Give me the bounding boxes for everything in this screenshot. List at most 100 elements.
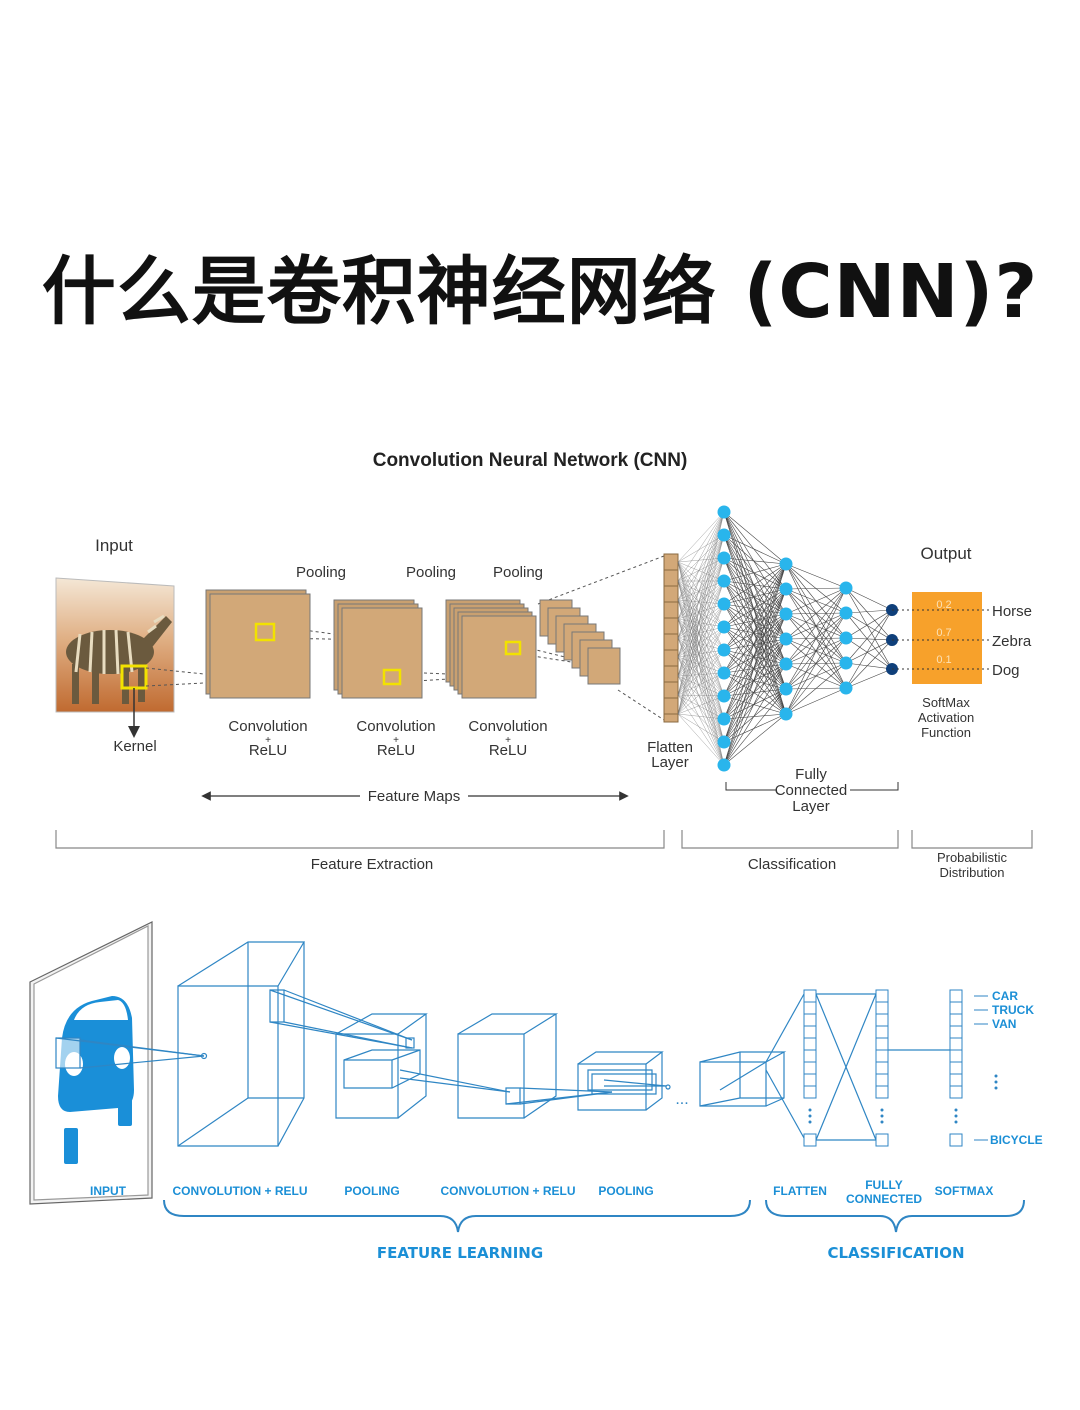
connection-line [723, 534, 787, 565]
stage-flatten: FLATTEN [773, 1184, 827, 1198]
connection-line [723, 563, 787, 674]
conv-volume-1 [177, 941, 413, 1147]
connection-line [723, 695, 787, 715]
softmax-cell [949, 1025, 963, 1039]
pool-volume-1 [335, 1013, 511, 1119]
svg-text:Convolution: Convolution [356, 718, 435, 735]
neuron-node [779, 707, 793, 721]
stage-softmax: SOFTMAX [935, 1184, 994, 1198]
neuron-node [779, 557, 793, 571]
svg-text:0.7: 0.7 [936, 627, 951, 639]
connection-line [677, 580, 725, 620]
brace-classification [765, 1199, 1025, 1233]
connection-line [723, 563, 787, 651]
stage-conv-relu-1: CONVOLUTION + RELU [172, 1184, 307, 1198]
fc-cell [875, 1025, 889, 1039]
connection-line [677, 557, 725, 658]
fc-cell [875, 1085, 889, 1099]
connection-line [785, 587, 847, 640]
svg-text:Zebra: Zebra [992, 633, 1032, 650]
brace-feature-learning [163, 1199, 751, 1233]
connection-line [723, 626, 787, 690]
neuron-node [839, 606, 853, 620]
connection-line [785, 587, 847, 665]
final-volume [699, 993, 805, 1139]
connection-line [677, 618, 725, 697]
connection-line [723, 580, 787, 665]
connection-line [677, 637, 725, 766]
connection-line [723, 557, 787, 715]
connection-line [723, 511, 787, 590]
connection-line [723, 626, 787, 665]
fc-cell [875, 1133, 889, 1147]
connection-line [723, 557, 787, 615]
flatten-cell [803, 1049, 817, 1063]
output-label: Output [920, 544, 971, 563]
softmax-cell [949, 1049, 963, 1063]
connection-line [723, 613, 787, 743]
softmax-cell [949, 1037, 963, 1051]
connection-line [677, 511, 725, 658]
connection-line [677, 511, 725, 601]
connection-line [785, 563, 847, 589]
flatten-cell [803, 1073, 817, 1087]
connection-line [677, 561, 725, 697]
stage-pooling-2: POOLING [598, 1184, 653, 1198]
connection-line [723, 688, 787, 766]
connection-line [723, 563, 787, 766]
neuron-node [839, 631, 853, 645]
group-feature-learning: FEATURE LEARNING [377, 1244, 543, 1262]
connection-line [845, 612, 893, 670]
connection-line [677, 695, 725, 715]
connection-line [677, 672, 725, 715]
fc-cell [875, 989, 889, 1003]
connection-line [723, 613, 787, 628]
svg-text:0.1: 0.1 [936, 654, 951, 666]
connection-line [845, 609, 893, 664]
connection-line [845, 637, 893, 670]
connection-line [677, 511, 725, 639]
connection-line [677, 618, 725, 674]
section-feature-extraction: Feature Extraction [311, 856, 434, 873]
fully-connected-label: Fully Connected Layer [775, 766, 848, 815]
stage-fc-line2: CONNECTED [846, 1192, 922, 1206]
pooling-label-3: Pooling [493, 564, 543, 581]
softmax-cell [949, 989, 963, 1003]
flatten-cell [803, 1085, 817, 1099]
connection-line [677, 637, 725, 720]
connection-line [677, 713, 725, 766]
svg-text:BICYCLE: BICYCLE [990, 1133, 1043, 1147]
connection-line [723, 511, 787, 565]
connection-line [723, 603, 787, 640]
feature-map-stack-1 [205, 589, 311, 699]
connection-line [785, 587, 847, 590]
connection-line [723, 557, 787, 690]
connection-line [723, 688, 787, 697]
connection-line [723, 638, 787, 651]
zebra-icon [66, 614, 172, 704]
connection-line [845, 639, 893, 664]
flatten-layer [663, 553, 679, 723]
connection-line [677, 675, 725, 697]
feature-map-stack-3 [445, 599, 537, 699]
feature-map-stack-4 [539, 599, 621, 685]
connection-line [677, 557, 725, 696]
classification-columns [803, 989, 963, 1147]
fc-cell [875, 1001, 889, 1015]
network-nodes [717, 505, 898, 772]
connection-line [785, 587, 847, 715]
neuron-node [839, 681, 853, 695]
connection-line [677, 580, 725, 658]
section-classification: Classification [748, 856, 836, 873]
connection-line [723, 613, 787, 720]
softmax-cell [949, 1085, 963, 1099]
kernel-label: Kernel [113, 738, 156, 755]
connection-line [677, 603, 725, 715]
connection-line [723, 580, 787, 690]
page-title: 什么是卷积神经网络 (CNN)? [41, 249, 1039, 335]
connection-line [723, 557, 787, 590]
flatten-cell [803, 1013, 817, 1027]
svg-text:ReLU: ReLU [249, 742, 287, 759]
neuron-node [717, 643, 731, 657]
connection-line [723, 638, 787, 766]
